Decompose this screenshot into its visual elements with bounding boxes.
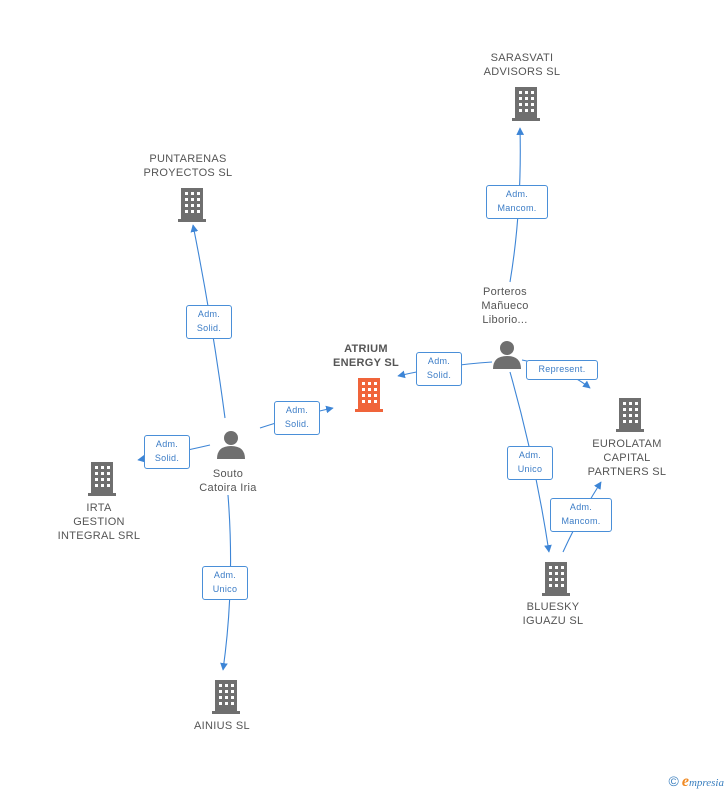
node-label-sarasvati[interactable]: SARASVATI ADVISORS SL	[483, 52, 561, 78]
edge-label-souto-ainius[interactable]: Adm. Unico	[202, 566, 248, 600]
building-icon[interactable]	[176, 188, 208, 222]
building-icon[interactable]	[210, 680, 242, 714]
edge-label-porteros-bluesky[interactable]: Adm. Unico	[507, 446, 553, 480]
node-label-irta[interactable]: IRTA GESTION INTEGRAL SRL	[57, 502, 141, 542]
building-icon[interactable]	[510, 87, 542, 121]
brand-initial: e	[681, 773, 689, 790]
node-label-eurolatam[interactable]: EUROLATAM CAPITAL PARTNERS SL	[587, 438, 667, 478]
edge-label-porteros-sarasvati[interactable]: Adm. Mancom.	[486, 185, 548, 219]
node-label-atrium[interactable]: ATRIUM ENERGY SL	[332, 343, 400, 369]
copyright-icon: ©	[668, 773, 679, 789]
building-icon[interactable]	[540, 562, 572, 596]
node-label-ainius[interactable]: AINIUS SL	[194, 720, 250, 732]
edge-label-souto-atrium[interactable]: Adm. Solid.	[274, 401, 320, 435]
building-icon[interactable]	[614, 398, 646, 432]
node-label-bluesky[interactable]: BLUESKY IGUAZU SL	[522, 601, 584, 627]
building-icon[interactable]	[86, 462, 118, 496]
building-icon-highlighted[interactable]	[353, 378, 385, 412]
empresia-logo: ©empresia	[669, 773, 724, 791]
node-label-souto[interactable]: Souto Catoira Iria	[199, 468, 257, 494]
edge-label-souto-irta[interactable]: Adm. Solid.	[144, 435, 190, 469]
edge-label-porteros-eurolatam[interactable]: Represent.	[526, 360, 598, 380]
edge-label-souto-puntarenas[interactable]: Adm. Solid.	[186, 305, 232, 339]
person-icon[interactable]	[492, 340, 522, 370]
brand-name: mpresia	[688, 777, 724, 789]
node-label-puntarenas[interactable]: PUNTARENAS PROYECTOS SL	[143, 153, 233, 179]
person-icon[interactable]	[216, 430, 246, 460]
edge-label-porteros-atrium[interactable]: Adm. Solid.	[416, 352, 462, 386]
edge-label-bluesky-eurolatam[interactable]: Adm. Mancom.	[550, 498, 612, 532]
node-label-porteros[interactable]: Porteros Mañueco Liborio...	[481, 286, 529, 326]
